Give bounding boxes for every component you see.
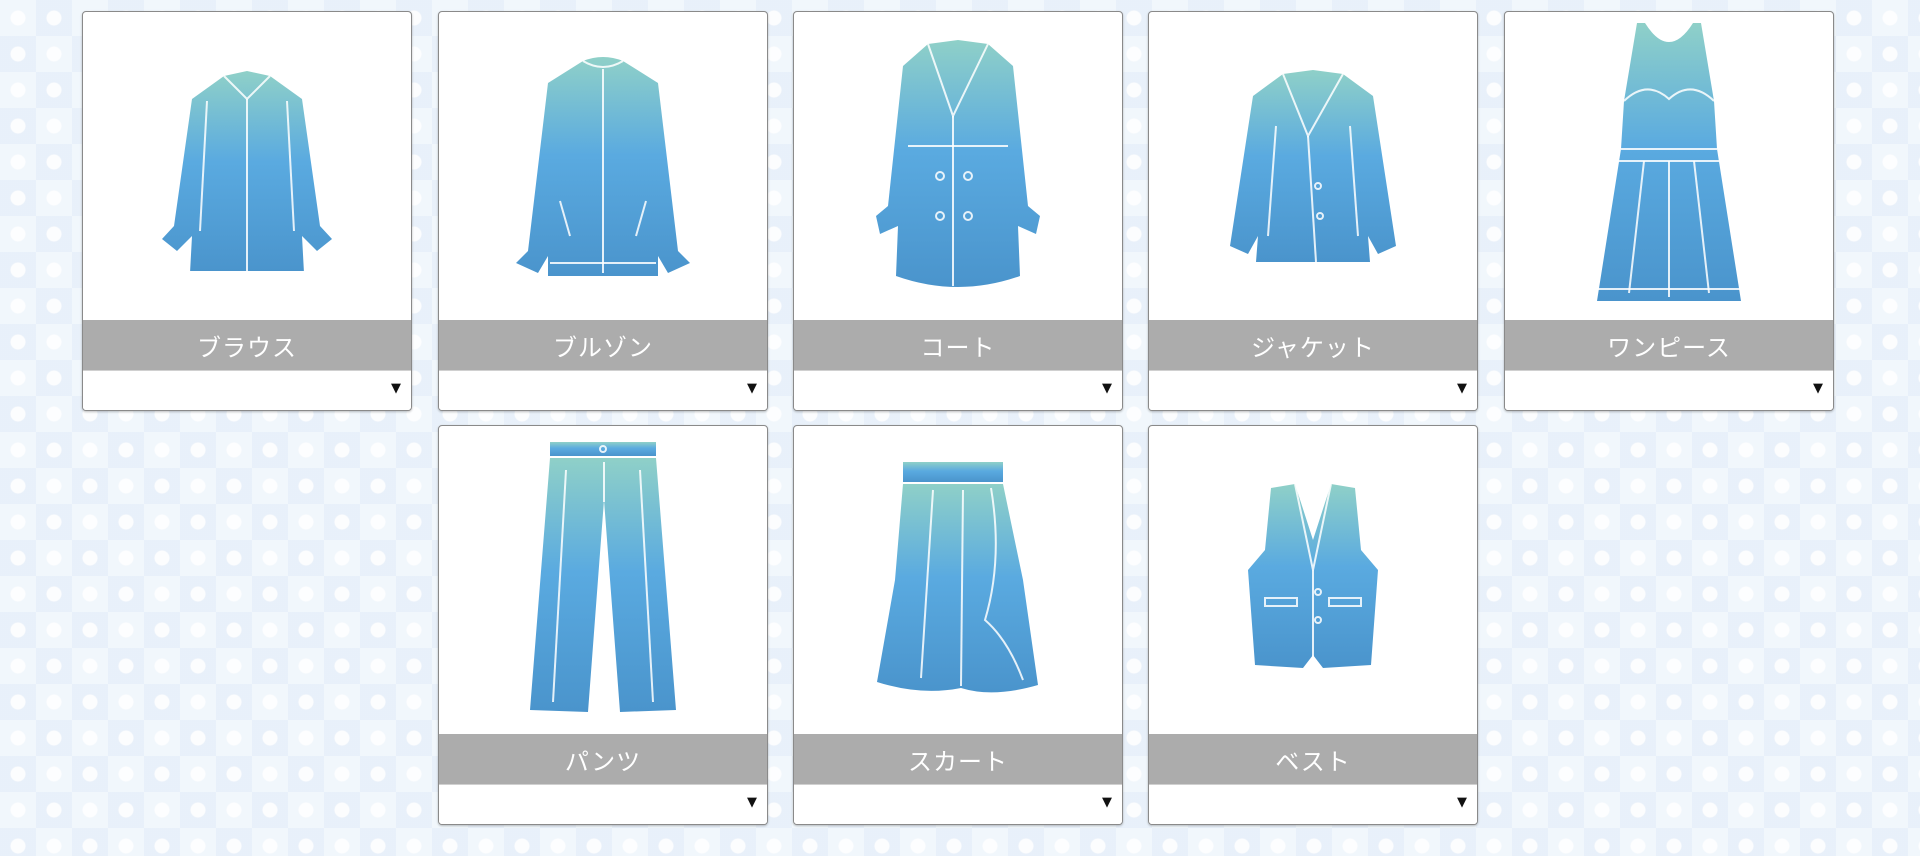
skirt-icon [794,426,1122,734]
dropdown-arrow-icon[interactable]: ▼ [1457,795,1467,810]
size-select[interactable]: ▼ [83,370,411,410]
dress-icon [1505,12,1833,320]
clothing-card: ブラウス ▼ [82,11,412,411]
card-label: ブルゾン [439,320,767,370]
card-label: パンツ [439,734,767,784]
blouse-icon [83,12,411,320]
dropdown-arrow-icon[interactable]: ▼ [1102,795,1112,810]
size-select[interactable]: ▼ [794,784,1122,824]
dropdown-arrow-icon[interactable]: ▼ [747,381,757,396]
clothing-card: コート ▼ [793,11,1123,411]
blouson-icon [439,12,767,320]
card-label: ブラウス [83,320,411,370]
card-label: スカート [794,734,1122,784]
clothing-card: ジャケット ▼ [1148,11,1478,411]
clothing-card: ベスト ▼ [1148,425,1478,825]
jacket-icon [1149,12,1477,320]
dropdown-arrow-icon[interactable]: ▼ [747,795,757,810]
dropdown-arrow-icon[interactable]: ▼ [1102,381,1112,396]
clothing-card: ワンピース ▼ [1504,11,1834,411]
card-label: ワンピース [1505,320,1833,370]
vest-icon [1149,426,1477,734]
card-label: ジャケット [1149,320,1477,370]
clothing-card: ブルゾン ▼ [438,11,768,411]
size-select[interactable]: ▼ [794,370,1122,410]
clothing-card: パンツ ▼ [438,425,768,825]
size-select[interactable]: ▼ [1505,370,1833,410]
size-select[interactable]: ▼ [1149,370,1477,410]
size-select[interactable]: ▼ [439,370,767,410]
dropdown-arrow-icon[interactable]: ▼ [391,381,401,396]
clothing-card: スカート ▼ [793,425,1123,825]
dropdown-arrow-icon[interactable]: ▼ [1813,381,1823,396]
coat-icon [794,12,1122,320]
pants-icon [439,426,767,734]
size-select[interactable]: ▼ [1149,784,1477,824]
card-label: ベスト [1149,734,1477,784]
card-label: コート [794,320,1122,370]
dropdown-arrow-icon[interactable]: ▼ [1457,381,1467,396]
size-select[interactable]: ▼ [439,784,767,824]
